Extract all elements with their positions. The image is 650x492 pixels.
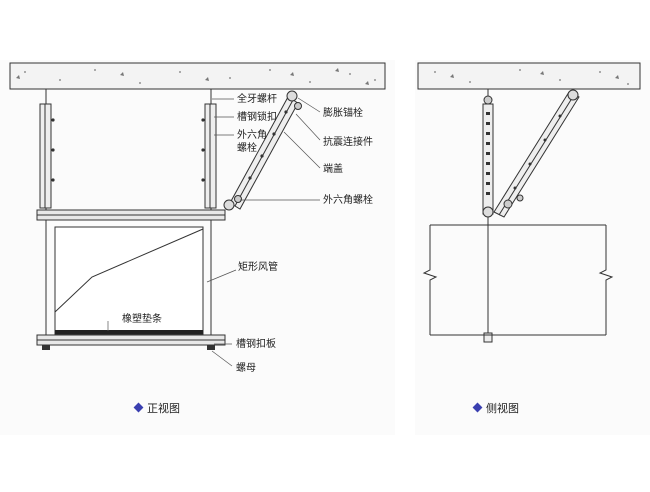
side-caption-bullet [472, 402, 483, 413]
side-duct-break-right [598, 225, 614, 335]
side-view-caption: 侧视图 [486, 401, 519, 415]
concrete-ceiling-slab [9, 62, 386, 90]
leader-lines [107, 97, 321, 367]
side-channel-strut [482, 103, 494, 215]
label-seismic-connector: 抗震连接件 [323, 135, 373, 148]
duct-crossline [54, 228, 204, 313]
side-view [417, 62, 641, 343]
label-hex-bolt-right: 外六角螺栓 [323, 193, 373, 206]
hinge-top [286, 90, 298, 102]
front-caption-bullet [133, 402, 144, 413]
label-end-cap: 端盖 [323, 162, 343, 175]
captions: 正视图 侧视图 [133, 401, 519, 415]
side-view-panel [415, 60, 650, 435]
concrete-speckles [16, 68, 376, 85]
front-view [9, 62, 386, 367]
label-rect-duct: 矩形风管 [238, 260, 278, 273]
label-nut: 螺母 [236, 362, 256, 374]
hinge-bottom [223, 199, 235, 211]
label-hex-bolt-line2: 螺栓 [237, 141, 257, 154]
rectangular-duct [54, 226, 204, 335]
label-channel-plate: 槽钢扣板 [236, 337, 276, 350]
seismic-diagonal-brace [223, 90, 302, 211]
nuts [42, 345, 215, 350]
label-threaded-rod: 全牙螺杆 [237, 92, 277, 105]
label-channel-lock: 槽钢锁扣 [237, 110, 277, 123]
side-ceiling-slab [417, 62, 641, 90]
label-expansion-anchor: 膨胀锚栓 [323, 106, 363, 119]
front-labels: 全牙螺杆 槽钢锁扣 外六角 螺栓 膨胀锚栓 抗震连接件 端盖 外六角螺栓 矩形风… [122, 92, 373, 374]
label-rubber-pad: 橡塑垫条 [122, 312, 162, 325]
label-hex-bolt-line1: 外六角 [237, 129, 267, 141]
rubber-pad-strip [55, 330, 203, 334]
front-view-caption: 正视图 [147, 401, 180, 415]
side-duct-break-left [422, 225, 438, 335]
